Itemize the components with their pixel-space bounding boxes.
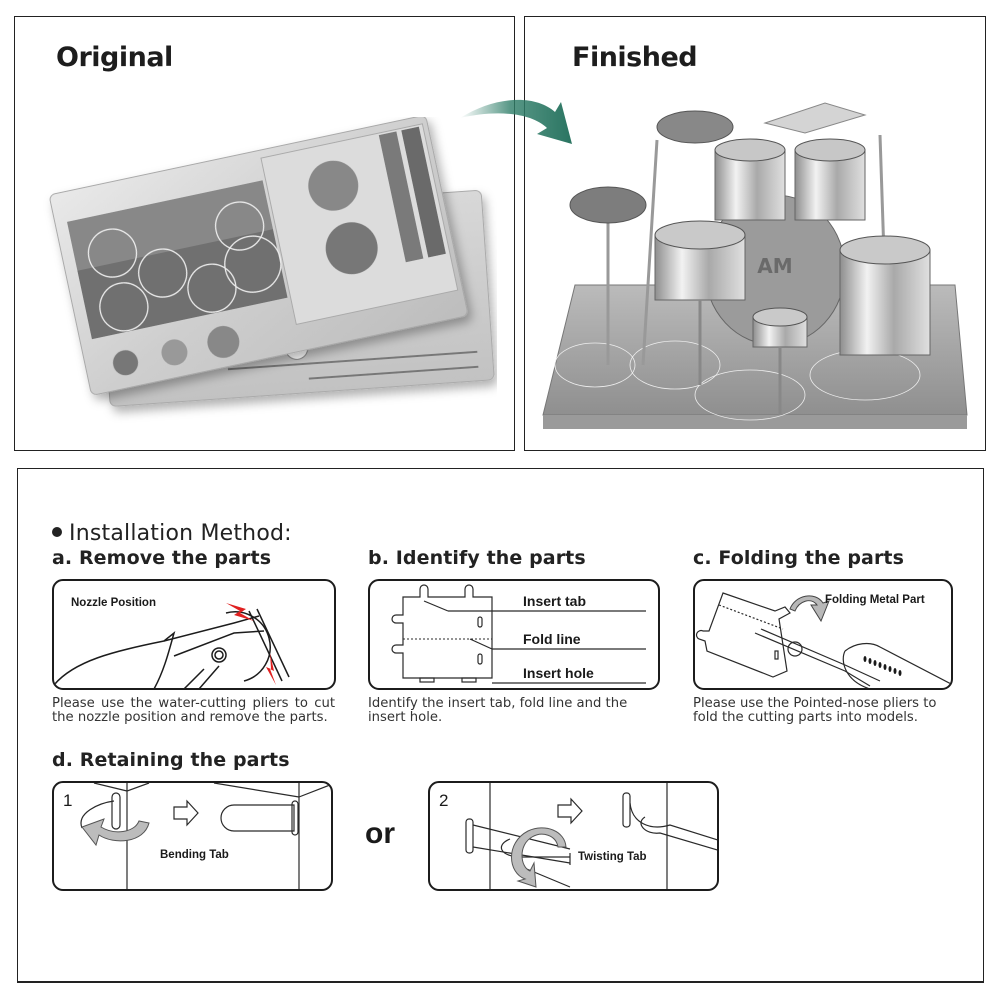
step-d-title: d. Retaining the parts — [52, 749, 290, 771]
finished-title: Finished — [572, 42, 698, 73]
step-b-title: b. Identify the parts — [368, 547, 586, 569]
step-a-caption: Please use the water-cutting pliers to c… — [52, 696, 335, 725]
twisting-tab-illustration — [465, 783, 717, 889]
step-a-title: a. Remove the parts — [52, 547, 272, 569]
installation-heading-text: Installation Method: — [69, 521, 292, 546]
installation-heading: Installation Method: — [52, 521, 292, 546]
option-1-number: 1 — [63, 791, 73, 810]
twist-arrow-icon — [511, 827, 567, 888]
step-b-caption: Identify the insert tab, fold line and t… — [368, 696, 628, 725]
insert-hole-label: Insert hole — [523, 665, 594, 681]
finished-panel: Finished AM — [524, 16, 986, 451]
folding-pliers-illustration — [695, 592, 951, 688]
grip-pattern — [863, 656, 902, 676]
step-c-caption: Please use the Pointed-nose pliers to fo… — [693, 696, 937, 725]
fold-line-label: Fold line — [523, 631, 581, 647]
option-2-number: 2 — [439, 791, 449, 810]
nozzle-position-label: Nozzle Position — [71, 597, 156, 609]
curved-arrow-right-icon — [460, 99, 572, 144]
bending-tab-illustration — [80, 783, 331, 889]
step-c-title: c. Folding the parts — [693, 547, 905, 569]
step-c-diagram: Folding Metal Part — [693, 579, 953, 690]
metal-sheet-photo — [49, 117, 495, 407]
bend-arrow-icon — [81, 818, 150, 847]
bending-tab-label: Bending Tab — [160, 849, 229, 861]
step-b-diagram: Insert tab Fold line Insert hole — [368, 579, 660, 690]
insert-tab-label: Insert tab — [523, 593, 587, 609]
twisting-tab-diagram: 2 Twisting Tab — [428, 781, 719, 891]
bass-drum-logo: AM — [757, 254, 792, 278]
drum-kit-photo: AM — [542, 102, 968, 429]
fold-arrow-icon — [789, 595, 830, 623]
twisting-tab-label: Twisting Tab — [578, 851, 647, 863]
step-a-diagram: Nozzle Position — [52, 579, 336, 690]
or-separator: or — [365, 817, 395, 850]
original-title: Original — [56, 42, 173, 73]
original-panel: Original — [14, 16, 515, 451]
bending-tab-diagram: 1 Bending Tab — [52, 781, 333, 891]
cut-mark-icon — [226, 603, 276, 685]
part-outline-illustration — [391, 584, 646, 684]
folding-metal-part-label: Folding Metal Part — [825, 594, 925, 606]
bullet-icon — [52, 527, 62, 537]
pliers-cutting-illustration — [54, 603, 290, 688]
installation-panel: Installation Method: a. Remove the parts… — [17, 468, 984, 983]
